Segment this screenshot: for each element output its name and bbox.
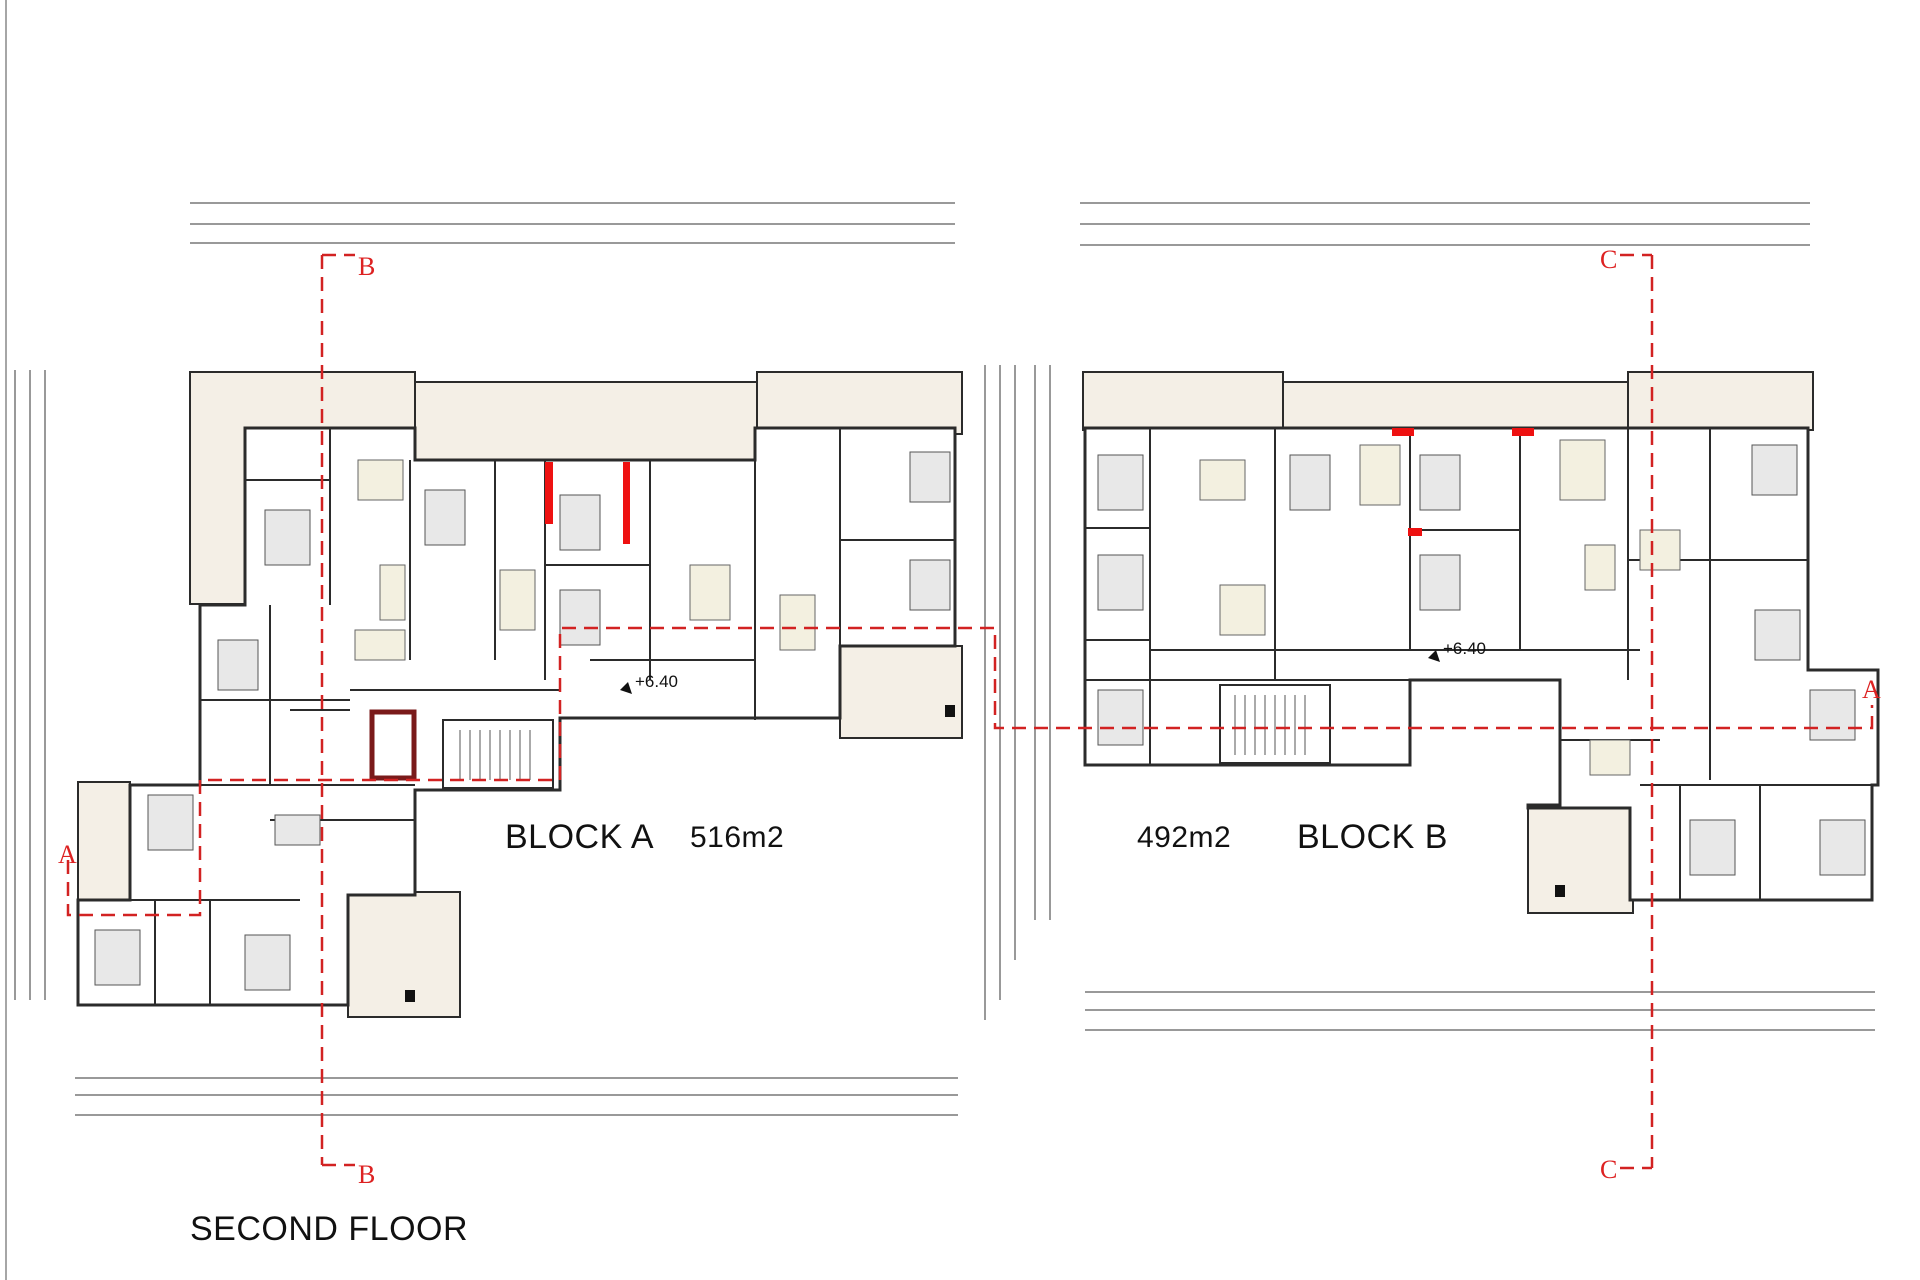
section-mark-c-bottom: C xyxy=(1600,1155,1618,1184)
section-mark-b-bottom: B xyxy=(358,1160,376,1189)
dimension-strings-top xyxy=(190,202,1810,246)
block-a-title: BLOCK A xyxy=(505,818,655,856)
section-mark-a-left: A xyxy=(58,840,77,869)
dimension-strings-vertical xyxy=(14,365,1051,1020)
section-lines xyxy=(66,253,1874,1170)
block-b-area: 492m2 xyxy=(1137,821,1232,854)
block-a-level: +6.40 xyxy=(635,672,679,691)
block-a-plan xyxy=(76,371,963,1018)
block-b-level: +6.40 xyxy=(1443,639,1487,658)
section-mark-a-right: A xyxy=(1862,675,1881,704)
section-mark-b-top: B xyxy=(358,252,376,281)
block-a-area: 516m2 xyxy=(690,821,785,854)
block-b-title: BLOCK B xyxy=(1297,818,1448,856)
block-b-plan xyxy=(1082,371,1880,914)
section-mark-c-top: C xyxy=(1600,245,1618,274)
floor-title: SECOND FLOOR xyxy=(190,1210,469,1248)
dimension-strings-bottom xyxy=(75,991,1875,1116)
